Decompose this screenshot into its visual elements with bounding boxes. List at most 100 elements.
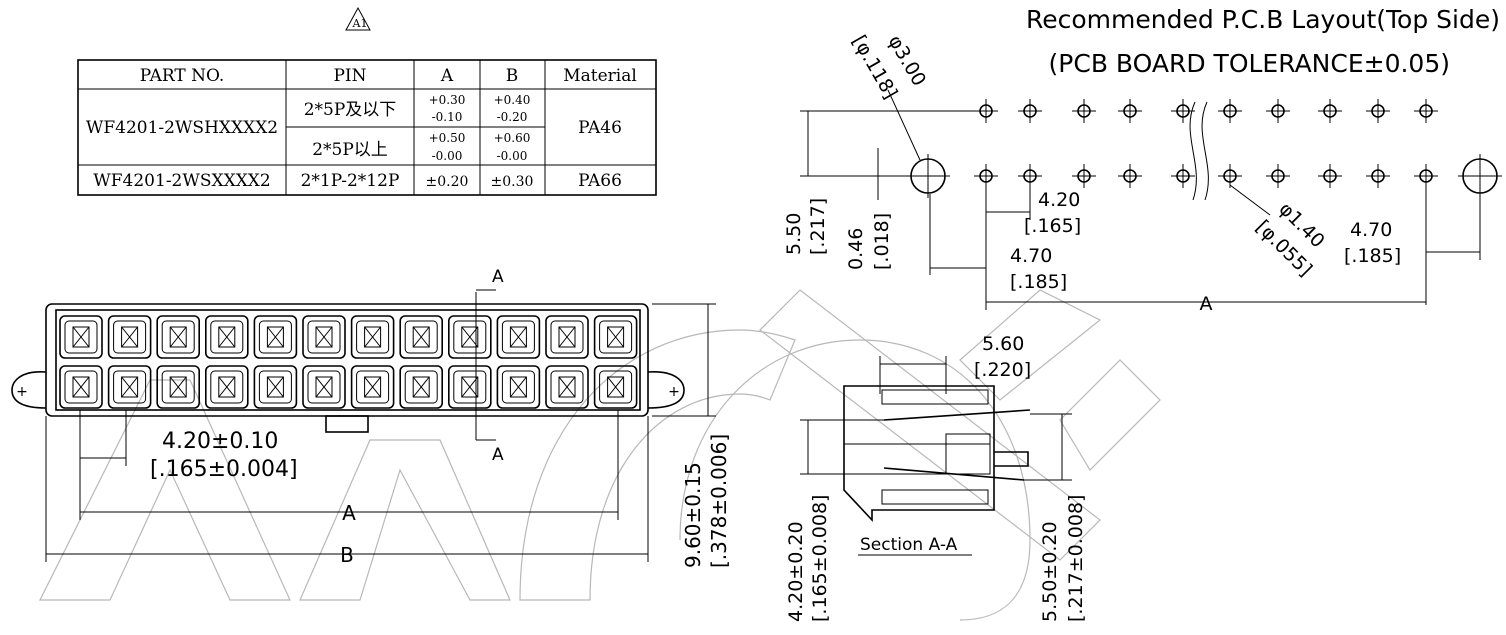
svg-text:+: + [668, 384, 680, 400]
pcb-dim-right: 4.70 [1350, 219, 1392, 241]
row2-b-minus: -0.00 [497, 149, 528, 163]
pcb-dim-right-in: [.185] [1344, 245, 1401, 267]
front-pin-cell [593, 315, 638, 359]
pcb-hole [1118, 164, 1142, 188]
front-pin-cell [399, 365, 444, 409]
pcb-hole [1366, 99, 1390, 123]
front-pin-cell [302, 315, 346, 359]
front-pin-cell [447, 315, 492, 359]
table-header-part-no: PART NO. [140, 66, 225, 86]
row3-part-no: WF4201-2WSXXXX2 [93, 171, 270, 191]
front-dim-height: 9.60±0.15 [681, 462, 705, 568]
front-pin-cell [350, 315, 395, 359]
pcb-dim-offset-in: [.018] [871, 213, 893, 270]
front-pin-cell [545, 365, 589, 409]
front-latch [325, 415, 369, 433]
pcb-layout: Recommended P.C.B Layout(Top Side) (PCB … [783, 5, 1502, 315]
front-pin-cell [253, 365, 298, 409]
pcb-hole [974, 164, 998, 188]
front-pin-cell [447, 365, 492, 409]
section-dim-top: 5.60 [982, 333, 1024, 355]
front-pin-grid [59, 315, 638, 409]
row1-material: PA46 [578, 118, 622, 138]
row1-a-minus: -0.10 [432, 110, 463, 124]
pcb-hole [1072, 99, 1096, 123]
pcb-subtitle: (PCB BOARD TOLERANCE±0.05) [1049, 49, 1450, 78]
row1-b-plus: +0.40 [494, 93, 531, 107]
table-header-material: Material [563, 66, 637, 86]
front-pin-cell [496, 315, 541, 359]
section-dim-left-in: [.165±0.008] [809, 495, 831, 622]
row1-pin: 2*5P及以下 [304, 100, 397, 120]
front-dim-pitch: 4.20±0.10 [162, 429, 278, 454]
pcb-hole [1018, 99, 1042, 123]
pcb-holes [974, 99, 1438, 188]
row3-material: PA66 [578, 171, 622, 191]
row3-pin: 2*1P-2*12P [301, 171, 400, 191]
row1-b-minus: -0.20 [497, 110, 528, 124]
section-dim-left: 4.20±0.20 [785, 521, 807, 622]
front-pin-cell [253, 315, 298, 359]
row1-part-no: WF4201-2WSHXXXX2 [86, 118, 278, 138]
front-pin-cell [496, 365, 541, 409]
pcb-hole [1414, 164, 1438, 188]
pcb-hole [1266, 164, 1290, 188]
front-pin-cell [593, 365, 638, 409]
front-pin-cell [156, 365, 200, 409]
table-header-a: A [440, 66, 454, 86]
svg-text:+: + [16, 384, 28, 400]
pcb-hole [1414, 99, 1438, 123]
front-pin-cell [545, 315, 589, 359]
pcb-hole [1366, 164, 1390, 188]
pcb-dim-pitch: 4.20 [1038, 189, 1080, 211]
table-header-b: B [506, 66, 519, 86]
front-pin-cell [399, 315, 444, 359]
front-pin-cell [107, 365, 152, 409]
front-pin-cell [59, 365, 103, 409]
pcb-hole [1218, 99, 1242, 123]
front-dim-b: B [340, 543, 354, 567]
section-dim-right: 5.50±0.20 [1039, 521, 1061, 622]
front-ear-right [647, 371, 685, 409]
pcb-dim-pitch-in: [.165] [1024, 215, 1081, 237]
front-pin-cell [205, 365, 249, 409]
front-pin-cell [59, 315, 103, 359]
pcb-hole [1018, 164, 1042, 188]
pcb-hole [1318, 99, 1342, 123]
pcb-hole [1318, 164, 1342, 188]
pcb-dim-a: A [1200, 293, 1213, 315]
front-ear-left [11, 371, 47, 409]
pcb-hole [1171, 164, 1195, 188]
front-pin-cell [350, 365, 395, 409]
front-pin-cell [205, 315, 249, 359]
front-pin-cell [107, 315, 152, 359]
row2-a-plus: +0.50 [429, 131, 466, 145]
pcb-title: Recommended P.C.B Layout(Top Side) [1026, 5, 1500, 34]
row2-pin: 2*5P以上 [312, 140, 388, 160]
spec-table: PART NO. PIN A B Material WF4201-2WSHXXX… [77, 59, 657, 196]
pcb-hole [1218, 164, 1242, 188]
section-marker-bottom: A [492, 445, 504, 465]
table-header-pin: PIN [333, 66, 366, 86]
pcb-hole [1171, 99, 1195, 123]
pcb-dim-height-in: [.217] [807, 198, 829, 255]
pcb-hole [1266, 99, 1290, 123]
front-inner [55, 309, 641, 411]
pcb-dim-left: 4.70 [1010, 245, 1052, 267]
front-pin-cell [156, 315, 200, 359]
front-view: + + A A 4.20±0.10 [.165±0.004] A B 9.60±… [11, 267, 731, 568]
pcb-dim-height: 5.50 [783, 213, 805, 255]
section-view: 5.60 [.220] 4.20±0.20 [.165±0.008] 5.50±… [785, 333, 1087, 622]
revision-mark: A1 [345, 6, 371, 31]
section-dim-top-in: [.220] [974, 359, 1031, 381]
row2-b-plus: +0.60 [494, 131, 531, 145]
pcb-hole [1118, 99, 1142, 123]
front-dim-a: A [342, 501, 356, 525]
pcb-dim-left-in: [.185] [1010, 271, 1067, 293]
front-dim-height-in: [.378±0.006] [707, 434, 731, 568]
row3-b: ±0.30 [491, 174, 534, 190]
pcb-dim-offset: 0.46 [845, 228, 867, 270]
row3-a: ±0.20 [426, 174, 469, 190]
row2-a-minus: -0.00 [432, 149, 463, 163]
section-marker-top: A [492, 267, 504, 287]
